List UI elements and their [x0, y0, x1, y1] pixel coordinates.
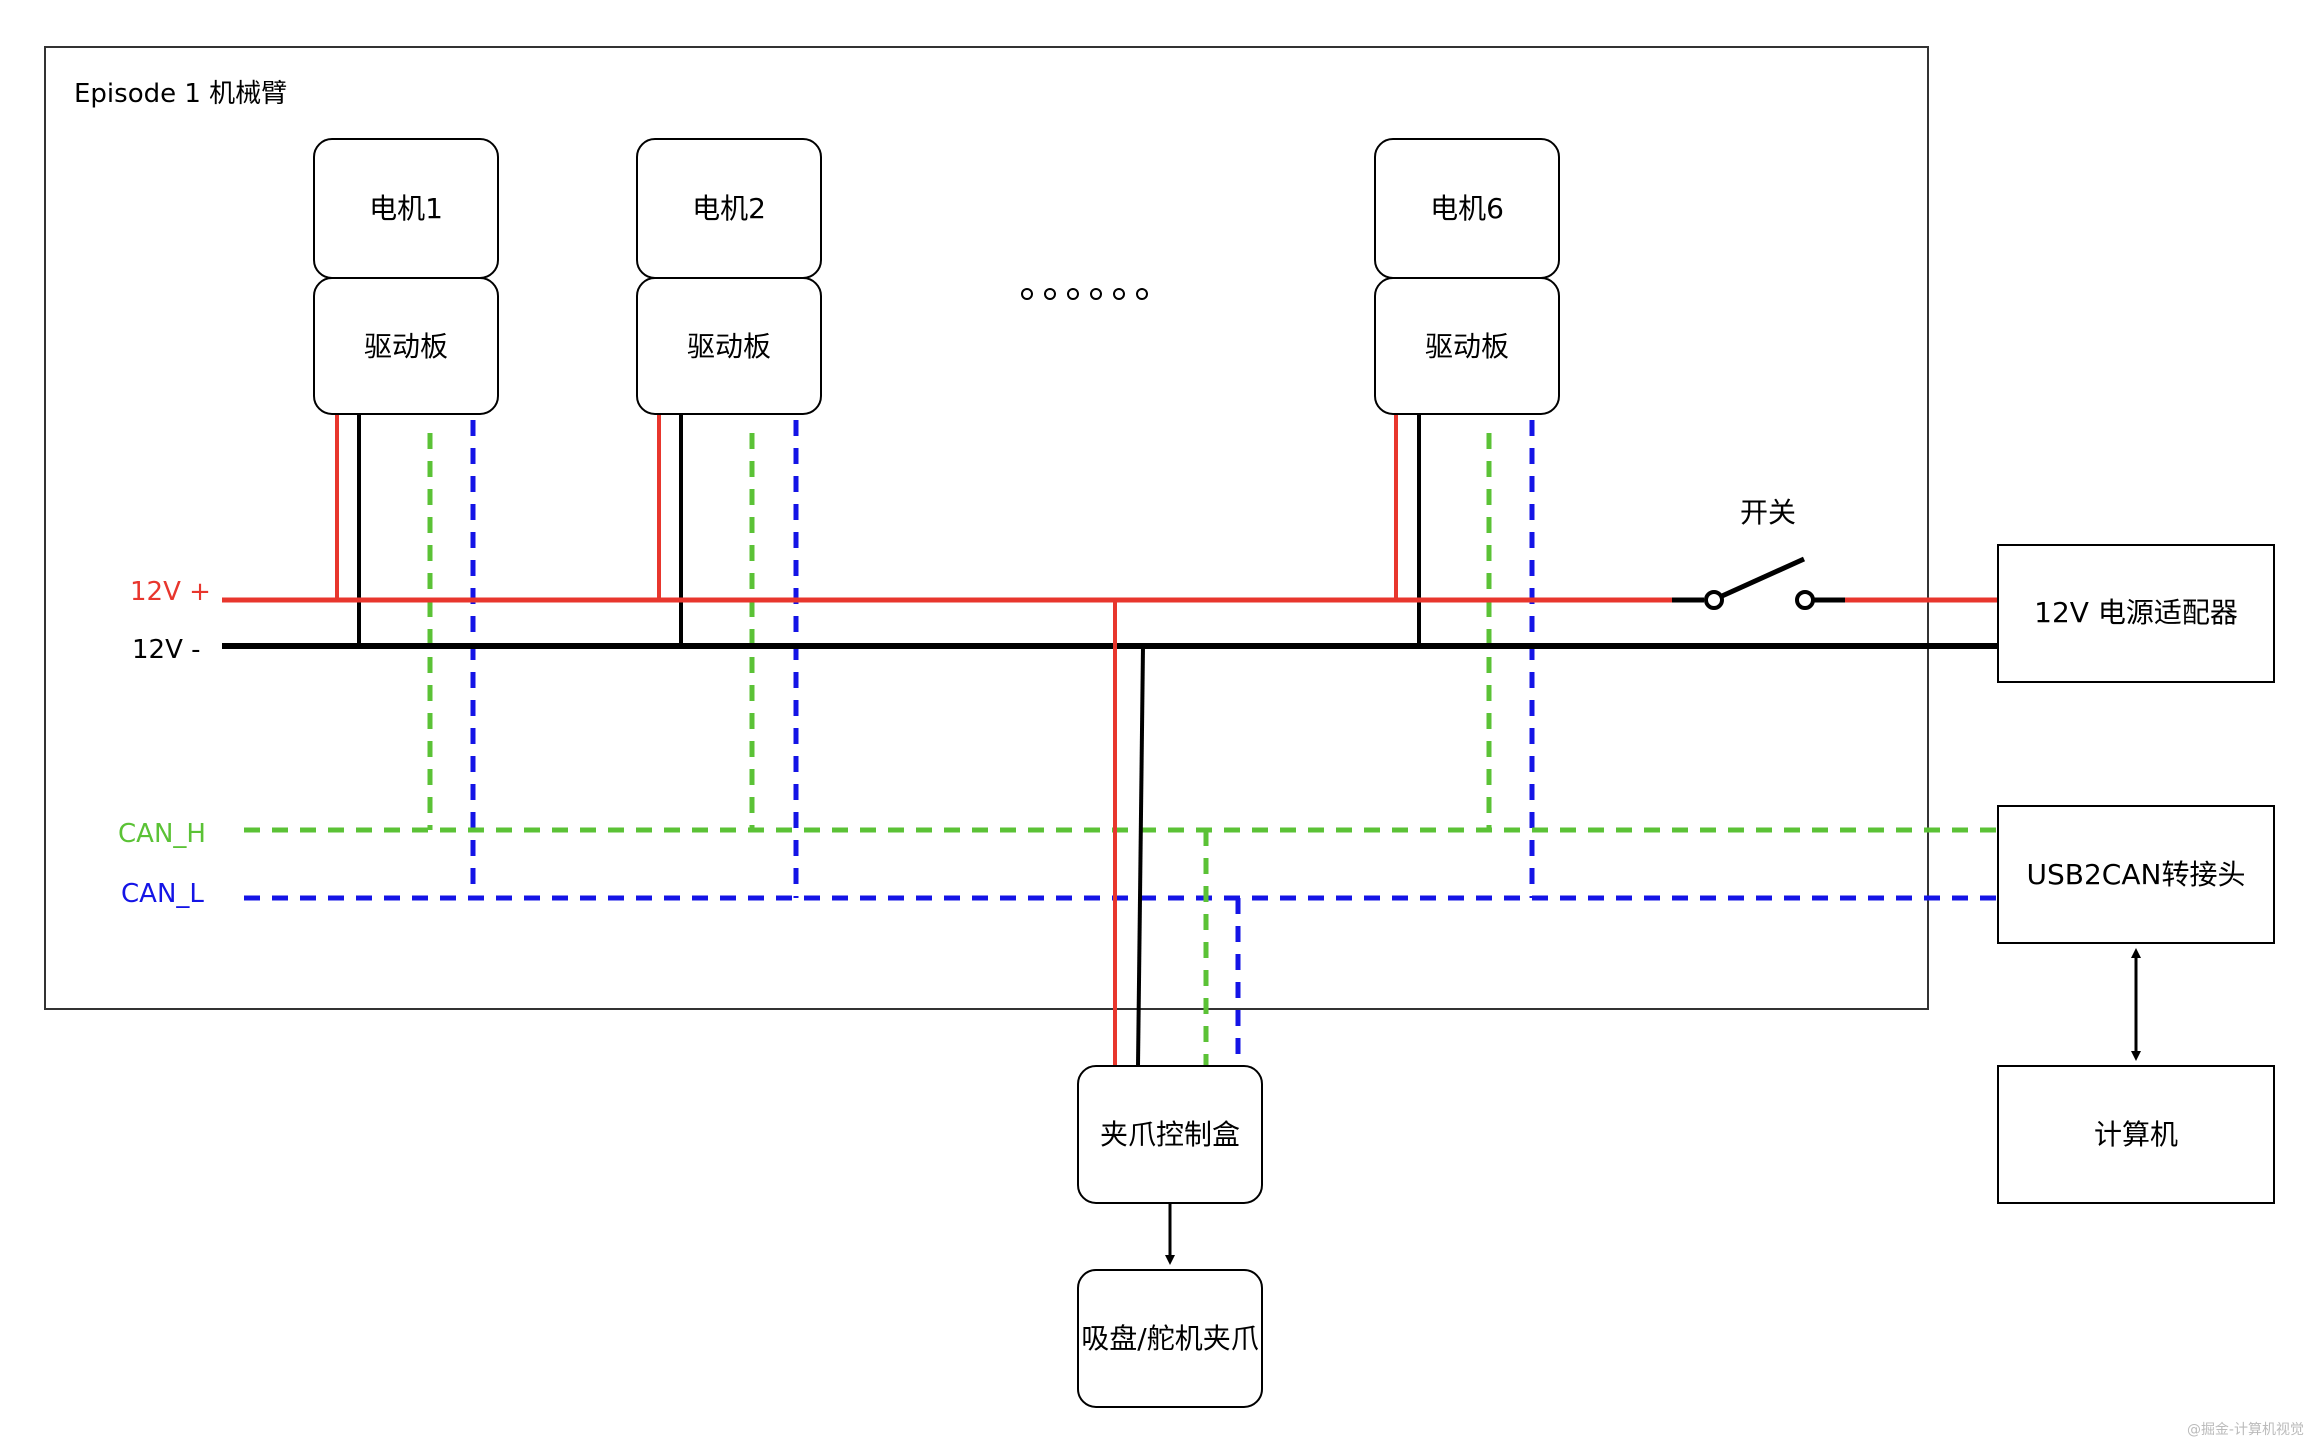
label-can-l: CAN_L	[121, 879, 204, 909]
motor1-wires	[335, 414, 476, 898]
motor1-label: 电机1	[369, 192, 443, 225]
driver1-box	[313, 277, 499, 415]
power-adapter-box	[1997, 544, 2275, 683]
motor6-label: 电机6	[1430, 192, 1504, 225]
switch-label: 开关	[1740, 496, 1796, 529]
frame-title: Episode 1 机械臂	[74, 79, 287, 109]
driver2-box	[636, 277, 822, 415]
label-can-h: CAN_H	[118, 819, 206, 849]
label-12v-plus: 12V +	[130, 577, 211, 607]
motor1-unit: 电机1 驱动板	[313, 138, 499, 415]
gripper-box	[1077, 1269, 1263, 1408]
watermark: @掘金-计算机视觉	[2187, 1422, 2304, 1438]
power-switch	[1672, 556, 1845, 610]
motor2-unit: 电机2 驱动板	[636, 138, 822, 415]
motor6-unit: 电机6 驱动板	[1374, 138, 1560, 415]
computer-label: 计算机	[2094, 1118, 2178, 1151]
motor2-label: 电机2	[692, 192, 766, 225]
label-12v-minus: 12V -	[132, 635, 201, 665]
motor2-wires	[657, 414, 799, 898]
usb2can-label: USB2CAN转接头	[2027, 858, 2246, 891]
driver6-box	[1374, 277, 1560, 415]
arm-frame	[44, 46, 1929, 1010]
driver2-label: 驱动板	[687, 330, 771, 363]
gripper-black-wire	[1136, 645, 1145, 1067]
motor6-wires	[1394, 414, 1535, 898]
power-adapter-label: 12V 电源适配器	[2034, 596, 2238, 629]
ellipsis-dots	[1021, 288, 1148, 300]
gripper-control-label: 夹爪控制盒	[1100, 1118, 1240, 1151]
usb2can-box	[1997, 805, 2275, 944]
driver6-label: 驱动板	[1425, 330, 1509, 363]
computer-box	[1997, 1065, 2275, 1204]
gripper-label: 吸盘/舵机夹爪	[1081, 1322, 1258, 1355]
driver1-label: 驱动板	[364, 330, 448, 363]
